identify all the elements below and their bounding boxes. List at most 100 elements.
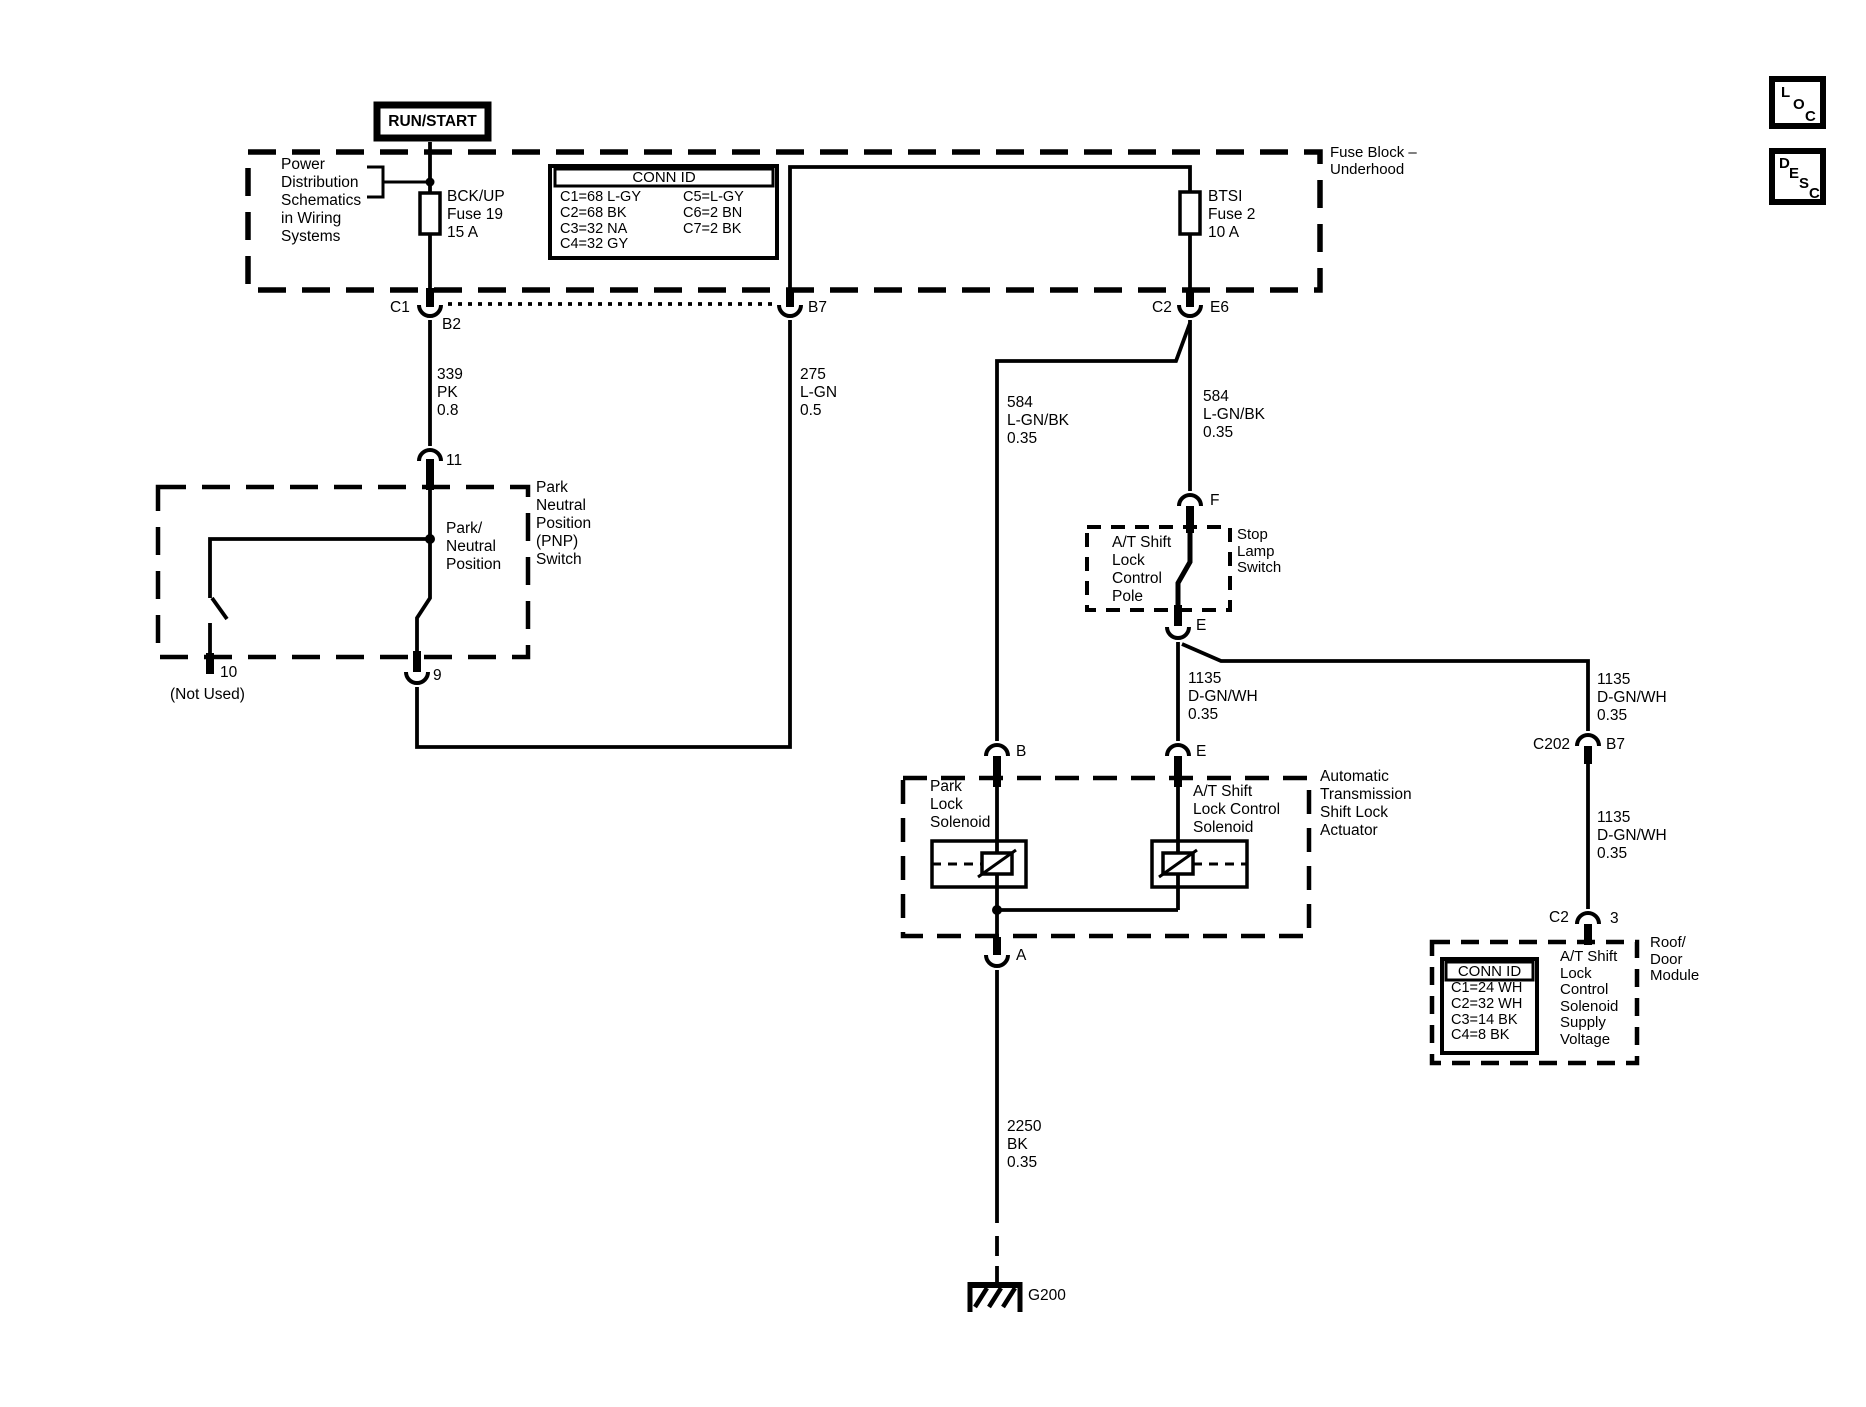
diag-letter: D	[1779, 155, 1790, 172]
wire-275-lgn	[415, 320, 792, 749]
run-start-box	[373, 101, 492, 142]
power-note-bracket	[367, 165, 385, 199]
pin-b7-label: B7	[808, 299, 827, 316]
connector-eat-cup	[1165, 743, 1191, 757]
pin-b-label: B	[1016, 743, 1027, 760]
pin-10-label: 10	[220, 664, 238, 681]
connector-c23-cup	[1575, 911, 1601, 925]
wire-label-275: 275 L-GN 0.5	[800, 366, 838, 419]
pin-f-label: F	[1210, 492, 1220, 509]
actuator-box	[900, 775, 1312, 939]
wire-label-2250: 2250 BK 0.35	[1007, 1118, 1042, 1171]
stop-lamp-label: Stop Lamp Switch	[1237, 526, 1282, 576]
pin-c2-roof-label: C2	[1549, 909, 1569, 926]
actuator-label: Automatic Transmission Shift Lock Actuat…	[1320, 768, 1412, 839]
pin-3-label: 3	[1610, 910, 1619, 927]
conn-id-row: C5=L-GY	[683, 189, 744, 205]
roof-door-module-box	[1429, 939, 1640, 1066]
diag-letter: C	[1805, 108, 1816, 125]
conn-id-row: C7=2 BK	[683, 220, 742, 237]
conn-id-row: C3=14 BK	[1451, 1011, 1518, 1028]
not-used-label: (Not Used)	[170, 686, 245, 703]
junction-dot-solenoids	[992, 905, 1002, 915]
connector-c202-cup	[1575, 733, 1601, 747]
pin-c1-label: C1	[390, 299, 410, 316]
conn-id-row: C1=68 L-GY	[560, 189, 642, 205]
conn-id-title-frame	[553, 167, 775, 188]
ground-hatch-3	[1001, 1286, 1017, 1309]
wire-label-1135-b: 1135 D-GN/WH 0.35	[1597, 671, 1667, 724]
wire-label-584-left: 584 L-GN/BK 0.35	[1007, 394, 1070, 447]
stop-lamp-pole	[1175, 533, 1193, 606]
wire-label-1135-c: 1135 D-GN/WH 0.35	[1597, 809, 1667, 862]
connector-a-cup	[984, 954, 1010, 968]
park-solenoid-slash	[977, 848, 1017, 879]
ground-label: G200	[1028, 1287, 1066, 1304]
pin-b2-label: B2	[442, 316, 461, 333]
wire-label-584-right: 584 L-GN/BK 0.35	[1203, 388, 1266, 441]
roof-conn-id-title-frame	[1444, 960, 1535, 982]
pnp-open-blade	[210, 596, 229, 621]
diag-letter: S	[1799, 175, 1810, 192]
roof-module-inner-label: A/T Shift Lock Control Solenoid Supply V…	[1560, 948, 1619, 1048]
conn-id-row: C6=2 BN	[683, 204, 743, 221]
at-solenoid-slash	[1158, 848, 1198, 879]
btsi-fuse-label: BTSI Fuse 2 10 A	[1208, 188, 1256, 241]
diag-letter: O	[1793, 96, 1805, 113]
wire-label-1135-a: 1135 D-GN/WH 0.35	[1188, 670, 1258, 723]
pnp-switch-box	[155, 484, 531, 660]
conn-id-row: C3=32 NA	[560, 220, 628, 237]
conn-id-row: C4=8 BK	[1451, 1027, 1510, 1044]
connector-9-cup	[404, 671, 430, 685]
conn-id-row: C4=32 GY	[560, 236, 629, 253]
diag-letter: C	[1809, 185, 1820, 202]
at-solenoid-label: A/T Shift Lock Control Solenoid	[1193, 783, 1281, 836]
wire-1135-branch	[1181, 642, 1590, 731]
pin-9-label: 9	[433, 667, 442, 684]
park-solenoid-label: Park Lock Solenoid	[930, 778, 991, 831]
ground-hatch-2	[987, 1286, 1003, 1309]
pin-e6-label: E6	[1210, 299, 1229, 316]
conn-id-row: C2=68 BK	[560, 204, 627, 221]
pin-b7-roof-label: B7	[1606, 736, 1625, 753]
diag-letter: L	[1781, 84, 1791, 101]
bckup-fuse-symbol	[418, 191, 442, 236]
wire-btsi-bus	[788, 165, 1192, 289]
connector-c1-cup	[417, 304, 443, 318]
connector-b7-cup	[777, 304, 803, 318]
roof-conn-id-title: CONN ID	[1457, 963, 1522, 980]
wire-584-left	[995, 322, 1192, 741]
conn-id-row: C1=24 WH	[1451, 980, 1523, 996]
fuse-block-box	[245, 149, 1323, 293]
bckup-fuse-label: BCK/UP Fuse 19 15 A	[447, 188, 505, 241]
run-start-label: RUN/START	[388, 113, 477, 130]
pin-c2-label: C2	[1152, 299, 1172, 316]
conn-id-table-frame	[548, 164, 779, 260]
connector-c2e6-cup	[1177, 304, 1203, 318]
ground-hatch-1	[973, 1286, 989, 1309]
conn-id-title: CONN ID	[632, 169, 696, 186]
pin-estop-label: E	[1196, 617, 1207, 634]
connector-b-cup	[984, 743, 1010, 757]
roof-conn-id-frame	[1440, 957, 1539, 1055]
stop-lamp-switch-box	[1085, 525, 1232, 612]
ground-symbol	[967, 1282, 1023, 1312]
power-note-label: Power Distribution Schematics in Wiring …	[281, 156, 362, 245]
diag-letter: E	[1789, 165, 1800, 182]
conn-id-col1: C1=68 L-GY C2=68 BK C3=32 NA C4=32 GY	[560, 189, 642, 253]
btsi-fuse-symbol	[1178, 190, 1202, 236]
conn-id-row: C2=32 WH	[1451, 995, 1523, 1012]
pin-a-label: A	[1016, 947, 1027, 964]
stop-lamp-inner-label: A/T Shift Lock Control Pole	[1112, 534, 1172, 605]
fuse-block-label: Fuse Block – Underhood	[1330, 144, 1417, 178]
pin-11-label: 11	[446, 452, 463, 469]
roof-conn-id-rows: C1=24 WH C2=32 WH C3=14 BK C4=8 BK	[1451, 980, 1523, 1044]
conn-id-col2: C5=L-GY C6=2 BN C7=2 BK	[683, 189, 744, 237]
pnp-common-wire	[208, 490, 432, 598]
wire-label-339: 339 PK 0.8	[437, 366, 463, 419]
pnp-inner-label: Park/ Neutral Position	[446, 520, 502, 573]
